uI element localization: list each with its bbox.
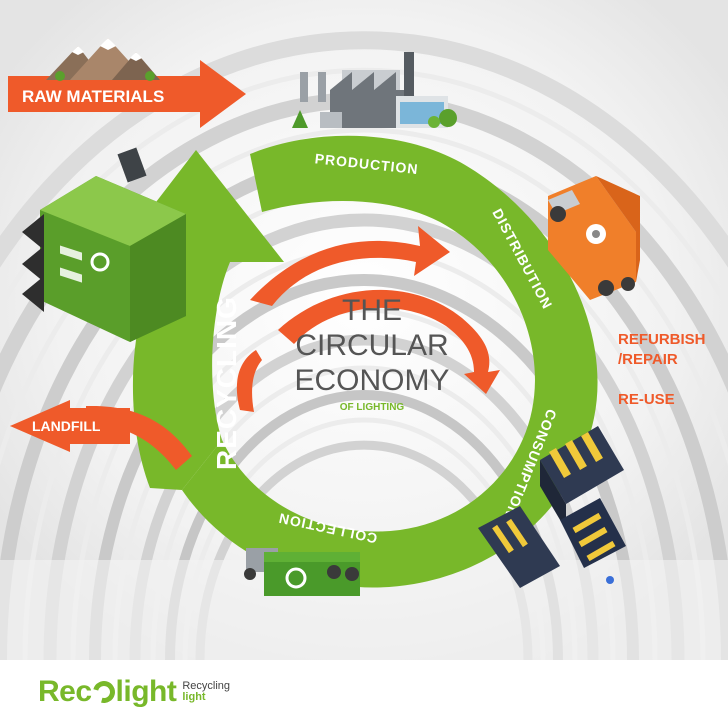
recycling-plant-icon [22, 147, 186, 342]
stage-recycling-label: RECYCLING [211, 296, 242, 470]
center-title-line-1: THE [342, 294, 402, 327]
logo-tagline-line2: light [182, 691, 206, 703]
factory-icon [292, 52, 457, 128]
recolight-logo: Rec light Recycling light [38, 672, 230, 712]
inner-reuse-arrows [236, 226, 500, 412]
lamp-bulbs-icon [478, 426, 626, 588]
center-title-line-3: ECONOMY [294, 364, 449, 397]
refurbish-label: REFURBISH [618, 331, 706, 348]
landfill-label: LANDFILL [32, 418, 101, 434]
repair-label: /REPAIR [618, 351, 678, 368]
logo-text-part2: light [115, 675, 177, 708]
delivery-truck-icon [548, 176, 640, 300]
reuse-label: RE-USE [618, 391, 675, 408]
logo-tagline: Recycling light [182, 681, 230, 703]
center-title: THE CIRCULAR ECONOMY OF LIGHTING [294, 294, 449, 413]
logo-ring-icon [88, 676, 119, 708]
logo-text-part1: Rec [38, 675, 92, 708]
landfill-arrow: LANDFILL [10, 400, 192, 470]
logo-tagline-line1: Recycling [182, 680, 231, 692]
center-subtitle: OF LIGHTING [340, 402, 405, 413]
raw-materials-label: RAW MATERIALS [22, 87, 164, 106]
mountains-icon [46, 38, 160, 81]
center-title-line-2: CIRCULAR [295, 329, 448, 362]
collection-truck-icon [244, 548, 360, 596]
logo-wordmark: Rec light [38, 675, 177, 709]
